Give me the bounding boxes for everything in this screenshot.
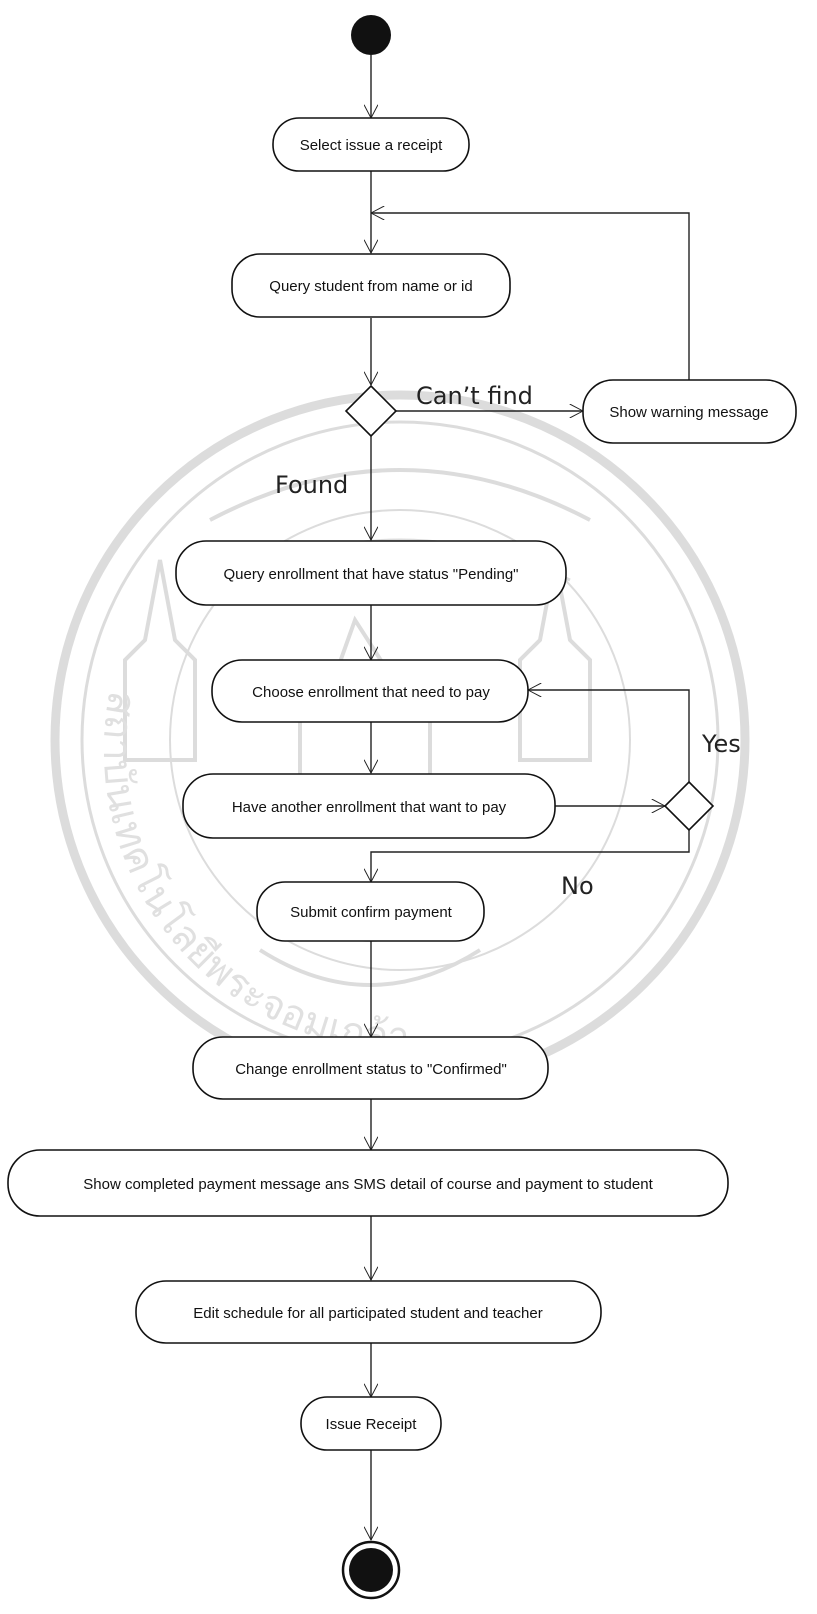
action-show-completed: Show completed payment message ans SMS d… bbox=[7, 1149, 729, 1217]
guard-no: No bbox=[561, 872, 594, 900]
decision-another-enrollment bbox=[663, 780, 715, 832]
action-select-issue-label: Select issue a receipt bbox=[300, 137, 443, 154]
action-have-another-label: Have another enrollment that want to pay bbox=[232, 799, 507, 816]
action-show-completed-label: Show completed payment message ans SMS d… bbox=[83, 1176, 653, 1193]
decision-student-found bbox=[344, 384, 398, 438]
guard-found: Found bbox=[275, 471, 348, 499]
action-show-warning: Show warning message bbox=[582, 379, 797, 444]
action-show-warning-label: Show warning message bbox=[609, 404, 768, 421]
guard-cant-find: Can’t find bbox=[416, 382, 533, 410]
action-query-enrollment: Query enrollment that have status "Pendi… bbox=[175, 540, 567, 606]
start-node bbox=[351, 15, 391, 55]
action-select-issue: Select issue a receipt bbox=[272, 117, 470, 172]
action-query-enrollment-label: Query enrollment that have status "Pendi… bbox=[224, 566, 519, 583]
action-submit-confirm-label: Submit confirm payment bbox=[290, 904, 453, 921]
action-edit-schedule: Edit schedule for all participated stude… bbox=[135, 1280, 602, 1344]
guard-yes: Yes bbox=[701, 730, 741, 758]
end-node bbox=[341, 1540, 401, 1600]
edge-warning-loop bbox=[371, 213, 690, 383]
edges bbox=[371, 55, 690, 1540]
action-choose-enrollment: Choose enrollment that need to pay bbox=[211, 659, 529, 723]
action-query-student-label: Query student from name or id bbox=[269, 278, 472, 295]
action-change-status-label: Change enrollment status to "Confirmed" bbox=[235, 1061, 507, 1078]
action-edit-schedule-label: Edit schedule for all participated stude… bbox=[193, 1305, 542, 1322]
edge-no bbox=[371, 830, 690, 882]
action-query-student: Query student from name or id bbox=[231, 253, 511, 318]
action-issue-receipt: Issue Receipt bbox=[300, 1396, 442, 1451]
edge-yes-loop bbox=[528, 690, 690, 782]
action-change-status: Change enrollment status to "Confirmed" bbox=[192, 1036, 549, 1100]
action-submit-confirm: Submit confirm payment bbox=[256, 881, 485, 942]
action-issue-receipt-label: Issue Receipt bbox=[326, 1416, 418, 1433]
action-have-another: Have another enrollment that want to pay bbox=[182, 773, 556, 839]
action-choose-enrollment-label: Choose enrollment that need to pay bbox=[252, 684, 490, 701]
